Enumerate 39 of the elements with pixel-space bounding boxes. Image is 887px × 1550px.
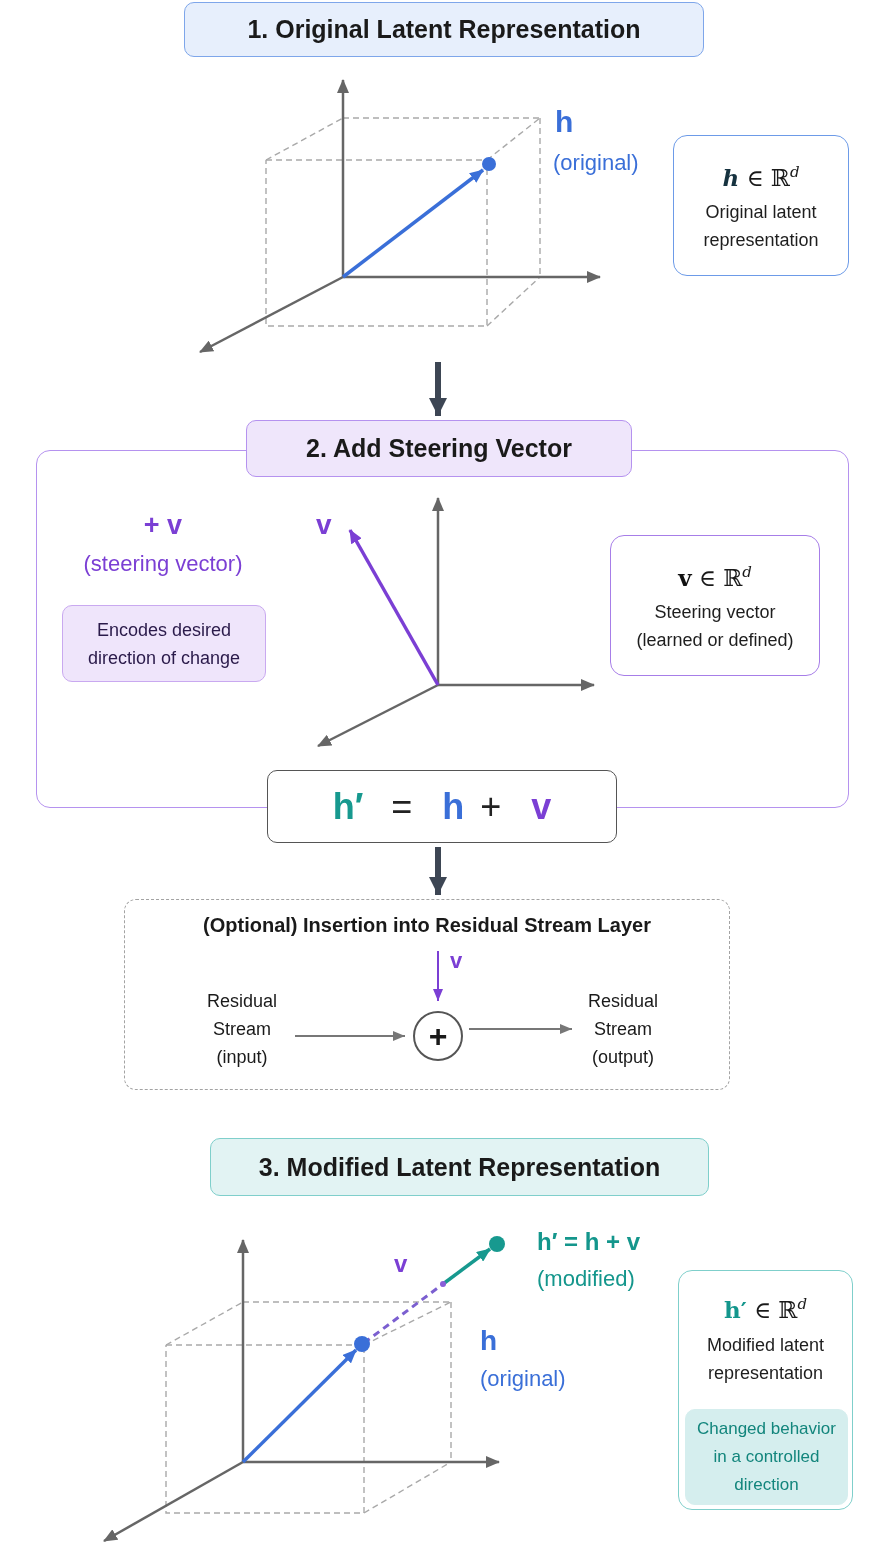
vector-label: h (480, 1324, 498, 1358)
math-formula: h′ ∈ ℝ$^{d}$ (723, 1294, 808, 1325)
vector-label: h′ = h + v (537, 1228, 641, 1257)
arrow (433, 950, 443, 1002)
arrow (429, 847, 447, 895)
formula-box (267, 770, 617, 843)
vector-caption: (modified) (537, 1266, 635, 1293)
math-formula: v ∈ ℝ$^{d}$ (678, 561, 752, 593)
formula-term: h (442, 784, 465, 829)
arrow (294, 1031, 406, 1041)
vector-caption: (steering vector) (83, 551, 243, 578)
formula-term: + (480, 784, 502, 829)
info-card (678, 1270, 853, 1510)
vector-label: + v (143, 509, 183, 542)
math-formula: h ∈ ℝ$^{d}$ (722, 161, 800, 193)
section-title: 2. Add Steering Vector (246, 420, 632, 477)
card-description: Steering vector (learned or defined) (635, 601, 795, 653)
stream-label: Residual Stream (output) (578, 987, 668, 1071)
formula-term: = (391, 784, 413, 829)
note-card: Encodes desired direction of change (62, 605, 266, 682)
section-title: 1. Original Latent Representation (184, 2, 704, 57)
info-card (673, 135, 849, 276)
vector-label: v (316, 508, 332, 542)
sum-operator: + (413, 1011, 463, 1061)
vector-caption: (original) (480, 1366, 566, 1393)
card-description: Original latent representation (702, 201, 820, 253)
section-title: 3. Modified Latent Representation (210, 1138, 709, 1196)
panel-heading: (Optional) Insertion into Residual Stream Layer (203, 913, 651, 938)
formula-term: v (531, 784, 552, 829)
formula-term: h′ (332, 784, 364, 829)
info-card (610, 535, 820, 676)
note-card: Changed behavior in a controlled direction (685, 1409, 848, 1505)
arrow (468, 1024, 573, 1034)
vector-caption: (original) (553, 150, 639, 177)
vector-label: v (394, 1250, 408, 1279)
arrow (429, 362, 447, 416)
card-description: Modified latent representation (705, 1333, 826, 1385)
vector-label: h (555, 104, 574, 140)
stream-label: Residual Stream (input) (197, 987, 287, 1071)
